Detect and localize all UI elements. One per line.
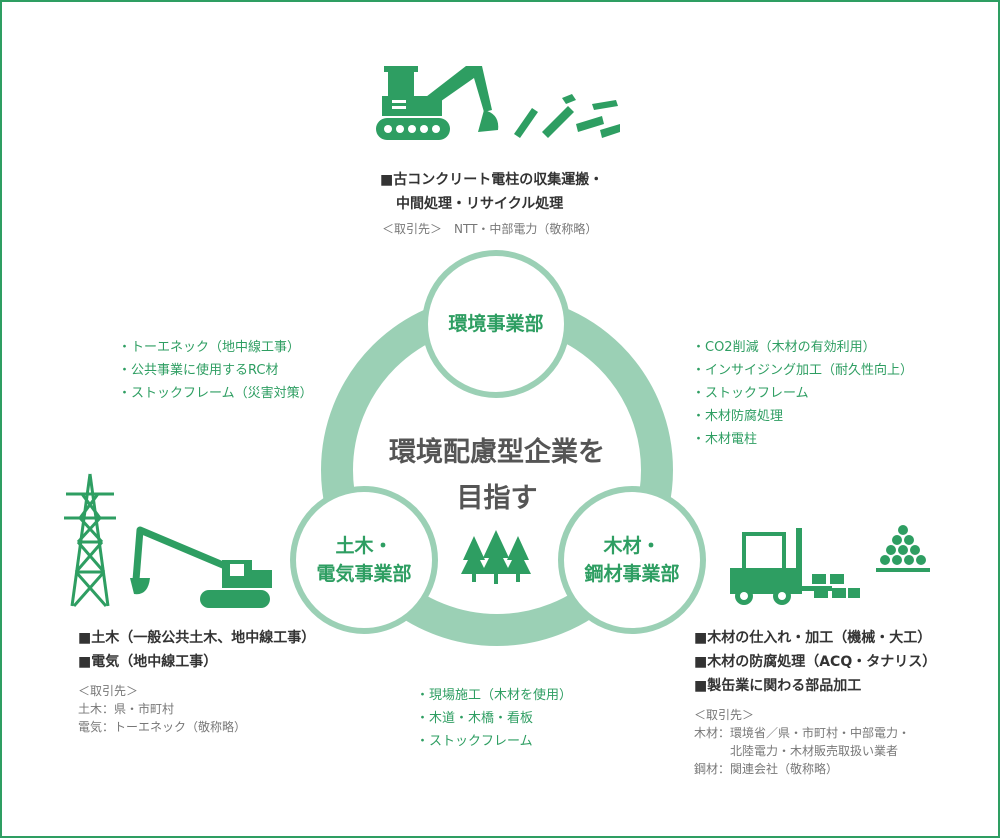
center-title: 環境配慮型企業を 目指す xyxy=(362,430,632,522)
forklift-icon xyxy=(730,528,860,605)
wood-clients-label: ＜取引先＞ xyxy=(694,708,755,722)
node-wood-line2: 鋼材事業部 xyxy=(584,563,680,585)
list-item: ・インサイジング加工（耐久性向上） xyxy=(692,363,914,378)
bottom-connect-list: ・現場施工（木材を使用） ・木道・木橋・看板 ・ストックフレーム xyxy=(416,684,572,753)
wood-clients: ＜取引先＞ 木材：環境省／県・市町村・中部電力・ 北陸電力・木材販売取扱い業者 … xyxy=(694,706,910,778)
node-civil-line1: 土木・ xyxy=(335,535,393,557)
right-connect-list: ・CO2削減（木材の有効利用） ・インサイジング加工（耐久性向上） ・ストックフ… xyxy=(692,336,913,451)
list-item: ・公共事業に使用するRC材 xyxy=(118,363,279,378)
power-tower-icon xyxy=(64,473,116,607)
wood-client: 鋼材：関連会社（敬称略） xyxy=(694,762,839,776)
list-item: ・トーエネック（地中線工事） xyxy=(118,340,301,355)
node-civil-line2: 電気事業部 xyxy=(316,563,412,585)
env-clients: ＜取引先＞ NTT・中部電力（敬称略） xyxy=(382,220,597,238)
node-env-division: 環境事業部 xyxy=(422,250,570,398)
wood-client: 木材：環境省／県・市町村・中部電力・ xyxy=(694,726,911,740)
wood-heading: ■製缶業に関わる部品加工 xyxy=(694,678,862,694)
civil-client: 電気：トーエネック（敬称略） xyxy=(78,720,247,734)
list-item: ・木道・木橋・看板 xyxy=(416,711,534,726)
list-item: ・ストックフレーム（災害対策） xyxy=(118,386,313,401)
wood-heading: ■木材の防腐処理（ACQ・タナリス） xyxy=(694,654,937,670)
rubble-icon xyxy=(514,94,620,138)
node-civil-division: 土木・ 電気事業部 xyxy=(290,486,438,634)
node-wood-division: 木材・ 鋼材事業部 xyxy=(558,486,706,634)
civil-section-headings: ■土木（一般公共土木、地中線工事） ■電気（地中線工事） xyxy=(78,626,315,674)
excavator-large-icon xyxy=(130,526,272,608)
env-section-headings: ■古コンクリート電柱の収集運搬・ 中間処理・リサイクル処理 xyxy=(380,168,603,216)
wood-section-headings: ■木材の仕入れ・加工（機械・大工） ■木材の防腐処理（ACQ・タナリス） ■製缶… xyxy=(694,626,936,698)
civil-clients: ＜取引先＞ 土木：県・市町村 電気：トーエネック（敬称略） xyxy=(78,682,246,736)
node-wood-line1: 木材・ xyxy=(603,535,661,557)
center-title-line1: 環境配慮型企業を xyxy=(389,437,605,468)
wood-heading: ■木材の仕入れ・加工（機械・大工） xyxy=(694,630,932,646)
civil-client: 土木：県・市町村 xyxy=(78,702,175,716)
left-connect-list: ・トーエネック（地中線工事） ・公共事業に使用するRC材 ・ストックフレーム（災… xyxy=(118,336,313,405)
list-item: ・木材防腐処理 xyxy=(692,409,784,424)
civil-heading: ■電気（地中線工事） xyxy=(78,654,218,670)
wood-client: 北陸電力・木材販売取扱い業者 xyxy=(694,744,899,758)
list-item: ・木材電柱 xyxy=(692,432,758,447)
env-heading-line1: ■古コンクリート電柱の収集運搬・ xyxy=(380,172,604,188)
env-heading-line2: 中間処理・リサイクル処理 xyxy=(396,196,564,212)
node-env-label: 環境事業部 xyxy=(448,313,544,335)
log-pile-icon xyxy=(876,525,930,572)
civil-heading: ■土木（一般公共土木、地中線工事） xyxy=(78,630,316,646)
trees-icon xyxy=(461,530,531,584)
env-clients-text: ＜取引先＞ NTT・中部電力（敬称略） xyxy=(382,222,598,236)
list-item: ・CO2削減（木材の有効利用） xyxy=(692,340,876,355)
civil-clients-label: ＜取引先＞ xyxy=(78,684,139,698)
center-title-line2: 目指す xyxy=(456,483,538,514)
list-item: ・ストックフレーム xyxy=(416,734,533,749)
excavator-icon xyxy=(376,66,499,140)
list-item: ・現場施工（木材を使用） xyxy=(416,688,573,703)
list-item: ・ストックフレーム xyxy=(692,386,809,401)
